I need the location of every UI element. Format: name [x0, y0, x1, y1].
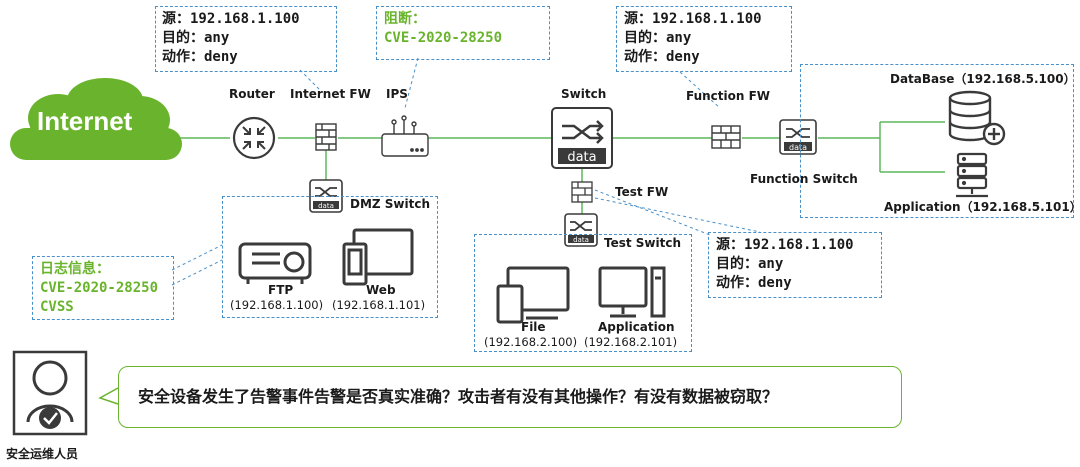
fw3-action: 动作：deny — [716, 275, 792, 291]
fw1-destination: 目的：any — [162, 30, 230, 46]
ips-callout: 阻断： CVE-2020-28250 — [384, 10, 502, 48]
core-switch-icon: data — [551, 107, 613, 169]
log-callout: 日志信息： CVE-2020-28250 CVSS — [40, 260, 158, 317]
svg-text:data: data — [318, 202, 334, 210]
log-callout-box — [32, 256, 174, 320]
web-name: Web — [366, 283, 396, 297]
web-ip: (192.168.1.101) — [332, 298, 426, 312]
test-app-ip: (192.168.2.101) — [584, 335, 678, 349]
fw3-callout-box — [708, 232, 882, 298]
ftp-ip: (192.168.1.100) — [230, 298, 324, 312]
database-icon — [948, 90, 1006, 146]
fw2-action: 动作：deny — [624, 49, 700, 65]
callout-pointers — [171, 57, 761, 286]
question-text: 安全设备发生了告警事件告警是否真实准确？攻击者有没有其他操作？有没有数据被窃取？ — [138, 387, 779, 406]
fw1-callout: 源：192.168.1.100 目的：any 动作：deny — [162, 10, 300, 67]
test-firewall-icon — [571, 181, 593, 203]
ftp-name: FTP — [268, 283, 294, 297]
file-ip: (192.168.2.100) — [484, 335, 578, 349]
test-app-name: Application — [598, 320, 675, 334]
ips-icon — [381, 115, 429, 157]
question-bubble — [118, 366, 902, 428]
fw2-destination: 目的：any — [624, 30, 692, 46]
internet-fw-label: Internet FW — [290, 87, 371, 101]
test-zone — [474, 234, 692, 352]
switch-label: Switch — [561, 87, 607, 101]
fw2-callout: 源：192.168.1.100 目的：any 动作：deny — [624, 10, 762, 67]
internet-firewall-icon — [315, 123, 337, 151]
function-switch-label: Function Switch — [750, 172, 858, 186]
bubble-tail — [98, 387, 119, 405]
ips-cve: CVE-2020-28250 — [384, 30, 503, 46]
links — [180, 121, 945, 214]
log-cve: CVE-2020-28250 — [40, 280, 159, 296]
operator-avatar-icon — [12, 350, 88, 436]
test-application-icon — [598, 266, 666, 318]
database-label: DataBase（192.168.5.100） — [890, 72, 1076, 86]
fw1-action: 动作：deny — [162, 49, 238, 65]
svg-text:data: data — [789, 143, 807, 152]
switch-data-glyph: data — [567, 150, 596, 165]
test-fw-label: Test FW — [615, 185, 669, 199]
internet-label: Internet — [37, 106, 133, 136]
fw1-source: 源：192.168.1.100 — [162, 11, 300, 27]
fw1-callout-box — [155, 6, 337, 72]
internet-cloud-icon — [10, 78, 182, 160]
ftp-server-icon — [238, 242, 312, 284]
test-switch-icon: data — [564, 213, 598, 247]
ips-callout-box — [376, 6, 550, 60]
function-app-label: Application（192.168.5.101） — [884, 200, 1080, 214]
function-zone — [800, 64, 1074, 218]
svg-text:data: data — [573, 236, 589, 244]
fw3-source: 源：192.168.1.100 — [716, 237, 854, 253]
file-name: File — [521, 320, 546, 334]
log-title: 日志信息： — [40, 261, 110, 277]
dmz-zone — [222, 196, 438, 318]
fw2-source: 源：192.168.1.100 — [624, 11, 762, 27]
ips-block-label: 阻断： — [384, 11, 426, 27]
function-switch-icon: data — [779, 119, 817, 155]
ips-label: IPS — [386, 87, 408, 101]
function-application-icon — [956, 152, 988, 198]
web-server-icon — [342, 228, 414, 286]
log-cvss: CVSS — [40, 299, 74, 315]
fw3-destination: 目的：any — [716, 256, 784, 272]
function-firewall-icon — [711, 125, 741, 149]
router-label: Router — [229, 87, 275, 101]
function-fw-label: Function FW — [686, 89, 771, 103]
operator-label: 安全运维人员 — [6, 447, 79, 461]
router-icon — [232, 116, 276, 160]
test-switch-label: Test Switch — [604, 236, 682, 250]
fw2-callout-box — [616, 6, 792, 72]
fw3-callout: 源：192.168.1.100 目的：any 动作：deny — [716, 236, 854, 293]
file-server-icon — [496, 266, 570, 324]
dmz-switch-label: DMZ Switch — [350, 197, 431, 211]
